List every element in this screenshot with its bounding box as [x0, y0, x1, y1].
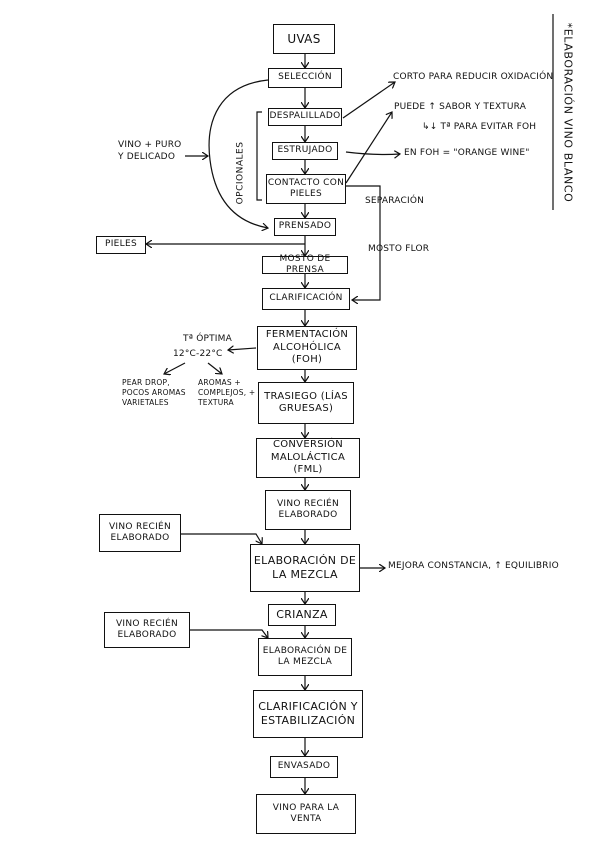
node-trasiego: Trasiego (lías gruesas): [258, 382, 354, 424]
node-clarificacion: Clarificación: [262, 288, 350, 310]
node-contacto-pieles: Contacto con pieles: [266, 174, 346, 204]
arrow-puede: [345, 112, 392, 184]
note-separacion: Separación: [365, 196, 425, 206]
node-vino-recien-1: Vino recién elaborado: [265, 490, 351, 530]
node-vino-recien-3: Vino recién elaborado: [104, 612, 190, 648]
node-prensado: Prensado: [274, 218, 336, 236]
vertical-title: *Elaboración vino blanco: [561, 22, 575, 202]
note-pear-drop: Pear drop, pocos aromas varietales: [122, 378, 186, 407]
arrow-vino2-mezcla: [181, 533, 262, 544]
node-conversion: Conversión maloláctica (FML): [256, 438, 360, 478]
note-vino-puro: Vino + puro y delicado: [118, 140, 182, 162]
node-mosto-prensa: Mosto de prensa: [262, 254, 348, 275]
note-corto: Corto para reducir oxidación: [393, 72, 554, 82]
note-temp: ↳↓ Tª para evitar FOH: [422, 122, 537, 132]
node-elaboracion-mezcla-1: Elaboración de la mezcla: [250, 544, 360, 592]
arrow-vino3-mezcla2: [190, 629, 268, 638]
node-vino-recien-2: Vino recién elaborado: [99, 514, 181, 552]
node-pieles: Pieles: [96, 236, 146, 254]
node-clarificacion-estabilizacion: Clarificación y estabilización: [253, 690, 363, 738]
note-aromas: Aromas + complejos, + textura: [198, 378, 256, 407]
note-t-optima: Tª óptima: [183, 334, 232, 344]
node-seleccion: Selección: [268, 68, 342, 88]
node-vino-venta: Vino para la venta: [256, 794, 356, 834]
note-en-foh: En FOH = "orange wine": [404, 148, 530, 158]
opcionales-bracket: [256, 111, 262, 201]
bypass-curve: [208, 79, 268, 228]
arrow-pear: [164, 362, 186, 374]
node-fermentacion: Fermentación alcohólica (FOH): [257, 326, 357, 370]
note-puede: Puede ↑ sabor y textura: [394, 102, 527, 112]
note-mejora: Mejora constancia, ↑ equilibrio: [388, 561, 559, 571]
arrow-en-foh: [345, 152, 400, 155]
note-rango: 12°C-22°C: [173, 349, 223, 359]
note-mosto-flor: Mosto flor: [368, 244, 430, 254]
arrow-aromas: [207, 362, 222, 374]
node-estrujado: Estrujado: [272, 142, 338, 160]
node-despalillado: Despalillado: [268, 108, 342, 126]
opcionales-label: Opcionales: [235, 141, 245, 205]
node-crianza: Crianza: [268, 604, 336, 626]
node-uvas: Uvas: [273, 24, 335, 54]
node-envasado: Envasado: [270, 756, 338, 778]
arrow-corto: [342, 82, 395, 119]
arrow-t-optima: [228, 348, 257, 350]
mosto-flor-line: [346, 185, 381, 300]
node-elaboracion-mezcla-2: Elaboración de la mezcla: [258, 638, 352, 676]
